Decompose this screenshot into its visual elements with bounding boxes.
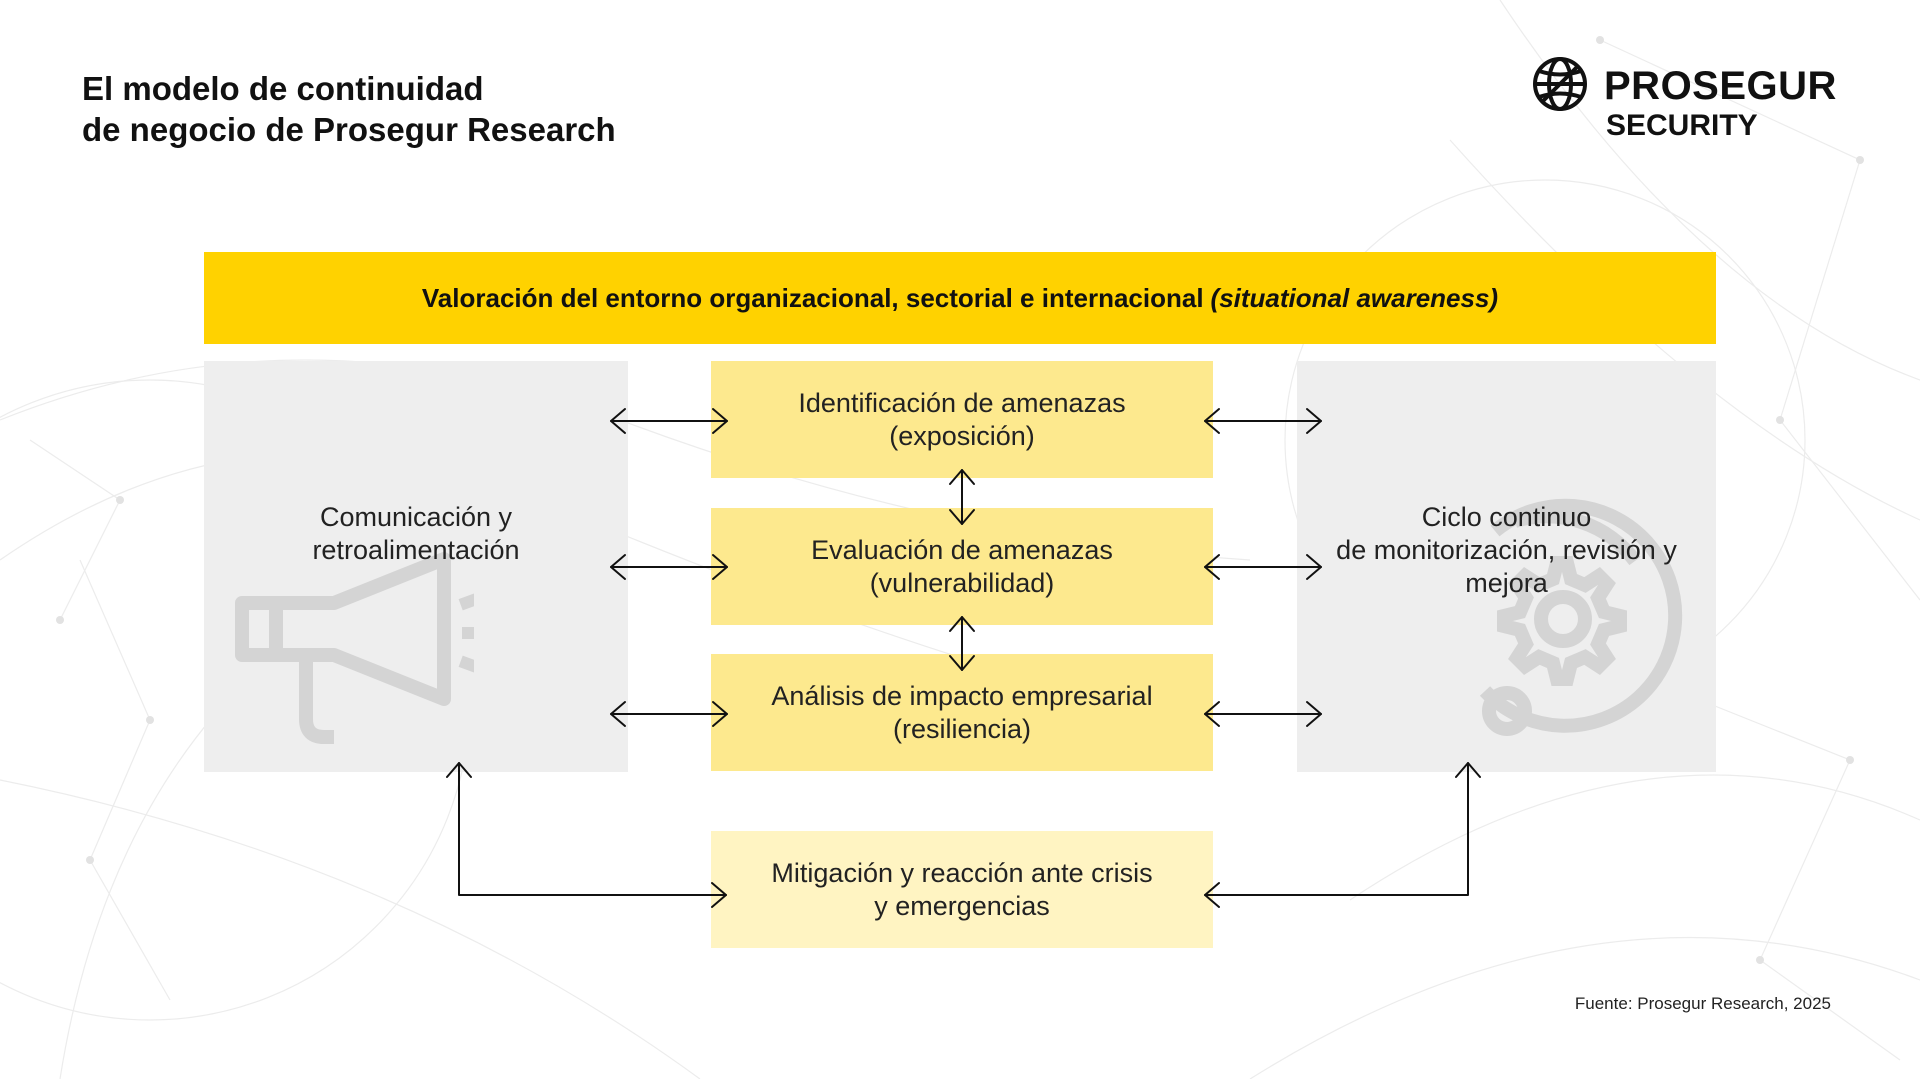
situational-awareness-bar: Valoración del entorno organizacional, s… <box>204 252 1716 344</box>
communication-panel: Comunicación y retroalimentación <box>204 361 628 772</box>
megaphone-icon <box>235 552 474 744</box>
brand-name: PROSEGUR <box>1604 64 1837 108</box>
situational-awareness-italic: (situational awareness) <box>1210 282 1499 313</box>
brand-subtitle: SECURITY <box>1606 109 1758 142</box>
page-title-line2: de negocio de Prosegur Research <box>82 111 616 148</box>
step-threat-identification: Identificación de amenazas (exposición) <box>711 361 1213 478</box>
globe-icon <box>1533 57 1587 111</box>
monitoring-cycle-label: Ciclo continuo de monitorización, revisi… <box>1336 502 1677 598</box>
gear-cycle-icon <box>1479 498 1683 736</box>
monitoring-cycle-panel: Ciclo continuo de monitorización, revisi… <box>1297 361 1716 772</box>
source-citation: Fuente: Prosegur Research, 2025 <box>1574 994 1831 1013</box>
brand-logo: PROSEGUR SECURITY <box>1530 54 1836 154</box>
situational-awareness-text: Valoración del entorno organizacional, s… <box>421 282 1204 313</box>
step-mitigation-crisis-response: Mitigación y reacción ante crisis y emer… <box>711 831 1213 948</box>
step-threat-assessment: Evaluación de amenazas (vulnerabilidad) <box>711 508 1213 625</box>
page-title-line1: El modelo de continuidad <box>82 70 484 107</box>
communication-label: Comunicación y retroalimentación <box>312 502 520 565</box>
step-business-impact-analysis: Análisis de impacto empresarial (resilie… <box>711 654 1213 771</box>
page-title: El modelo de continuidad de negocio de P… <box>82 68 616 150</box>
